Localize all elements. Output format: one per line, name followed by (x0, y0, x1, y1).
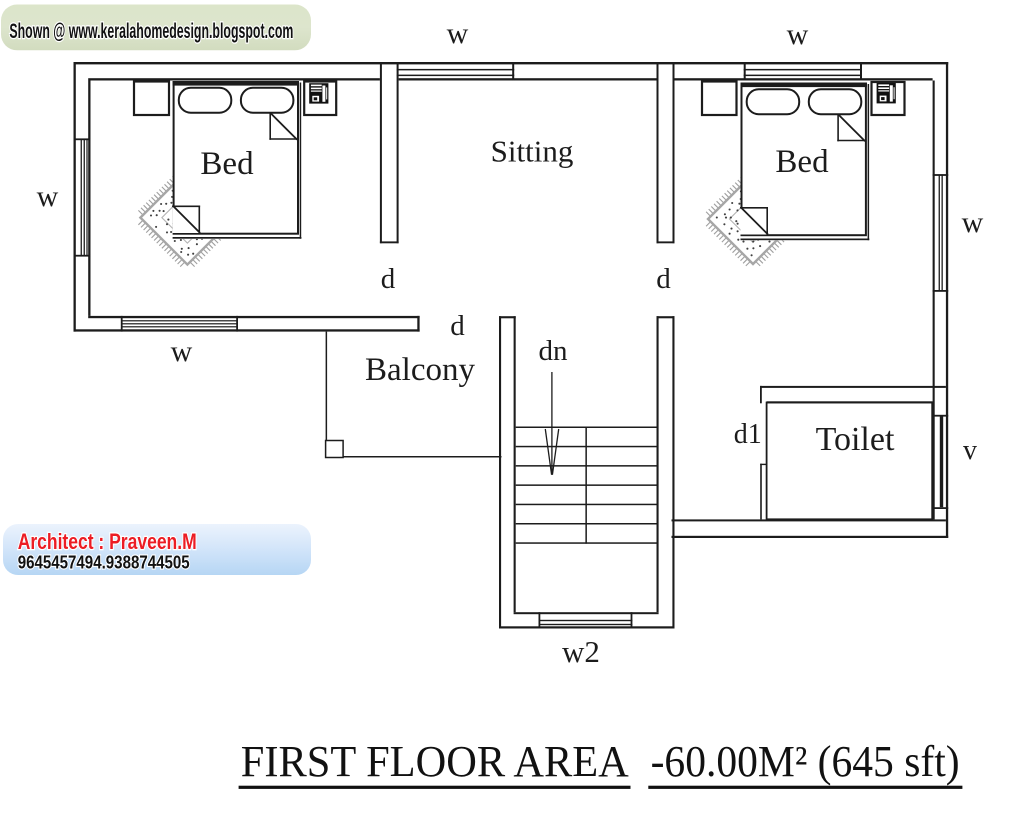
svg-text:w: w (962, 206, 984, 239)
svg-text:Shown @ www.keralahomedesign.: Shown @ www.keralahomedesign.blogspot.co… (9, 20, 293, 43)
svg-text:w: w (787, 18, 809, 51)
svg-text:dn: dn (539, 335, 569, 367)
svg-text:d1: d1 (734, 419, 762, 450)
svg-text:FIRST FLOOR AREA: FIRST FLOOR AREA (241, 737, 629, 786)
svg-text:Balcony: Balcony (365, 352, 475, 388)
svg-text:d: d (381, 263, 396, 295)
svg-text:w: w (171, 335, 193, 368)
svg-text:w: w (37, 180, 59, 213)
svg-text:Bed: Bed (200, 146, 254, 182)
svg-text:v: v (963, 435, 977, 466)
svg-text:Sitting: Sitting (491, 134, 574, 169)
svg-text:w2: w2 (562, 634, 600, 669)
svg-text:9645457494.9388744505: 9645457494.9388744505 (18, 552, 190, 573)
svg-text:d: d (450, 310, 465, 342)
svg-text:w: w (447, 17, 469, 50)
svg-text:d: d (656, 263, 671, 295)
svg-text:Toilet: Toilet (816, 421, 895, 458)
svg-text:Bed: Bed (775, 144, 829, 180)
svg-text:-60.00M² (645 sft): -60.00M² (645 sft) (651, 737, 960, 786)
svg-text:Architect : Praveen.M: Architect : Praveen.M (18, 529, 197, 554)
